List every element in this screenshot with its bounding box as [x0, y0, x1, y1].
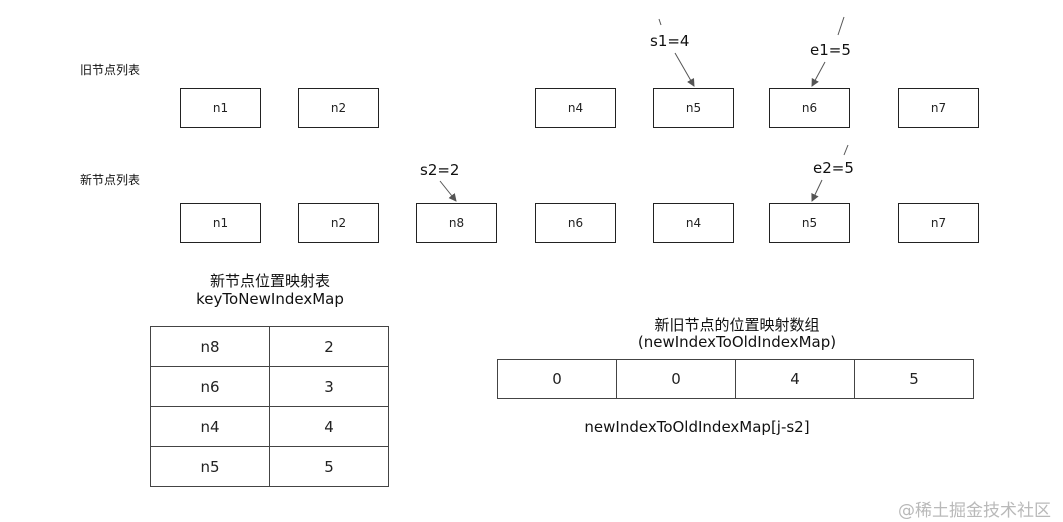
array-cell: 5 [854, 359, 974, 399]
table-row: n6 3 [150, 366, 389, 407]
key-cell: n4 [150, 406, 270, 447]
pointer-s1-arrow [674, 52, 695, 87]
new-node: n1 [180, 203, 261, 243]
old-node: n7 [898, 88, 979, 128]
key-map-subtitle: keyToNewIndexMap [196, 290, 344, 308]
old-node: n4 [535, 88, 616, 128]
value-cell: 3 [269, 366, 389, 407]
old-node: n6 [769, 88, 850, 128]
array-cell: 0 [616, 359, 736, 399]
pointer-e1-arrow [811, 61, 826, 87]
key-cell: n8 [150, 326, 270, 367]
index-array-title: 新旧节点的位置映射数组 [654, 316, 820, 334]
new-node: n4 [653, 203, 734, 243]
old-list-label: 旧节点列表 [80, 63, 141, 77]
value-cell: 4 [269, 406, 389, 447]
pointer-e1-tick [837, 16, 845, 36]
new-node: n5 [769, 203, 850, 243]
new-node: n2 [298, 203, 379, 243]
key-map-table: n8 2 n6 3 n4 4 n5 5 [150, 326, 389, 487]
pointer-e1-label: e1=5 [810, 41, 851, 59]
old-node: n5 [653, 88, 734, 128]
table-row: n5 5 [150, 446, 389, 487]
old-node: n2 [298, 88, 379, 128]
new-node: n8 [416, 203, 497, 243]
pointer-s1-label: s1=4 [650, 32, 690, 50]
pointer-e2-tick [843, 144, 849, 156]
pointer-s2-label: s2=2 [420, 161, 460, 179]
value-cell: 2 [269, 326, 389, 367]
old-node: n1 [180, 88, 261, 128]
table-row: n8 2 [150, 326, 389, 367]
new-list-label: 新节点列表 [80, 173, 141, 187]
pointer-e2-label: e2=5 [813, 159, 854, 177]
array-cell: 0 [497, 359, 617, 399]
index-array-formula: newIndexToOldIndexMap[j-s2] [584, 418, 810, 436]
new-node: n7 [898, 203, 979, 243]
watermark: @稀土掘金技术社区 [898, 501, 1051, 521]
key-map-title: 新节点位置映射表 [209, 272, 330, 290]
pointer-s2-arrow [439, 180, 457, 202]
index-array: 0 0 4 5 [497, 359, 974, 399]
pointer-s1-tick [658, 18, 662, 26]
pointer-e2-arrow [811, 179, 823, 202]
table-row: n4 4 [150, 406, 389, 447]
index-array-subtitle: (newIndexToOldIndexMap) [637, 333, 837, 351]
key-cell: n5 [150, 446, 270, 487]
value-cell: 5 [269, 446, 389, 487]
array-cell: 4 [735, 359, 855, 399]
new-node: n6 [535, 203, 616, 243]
key-cell: n6 [150, 366, 270, 407]
